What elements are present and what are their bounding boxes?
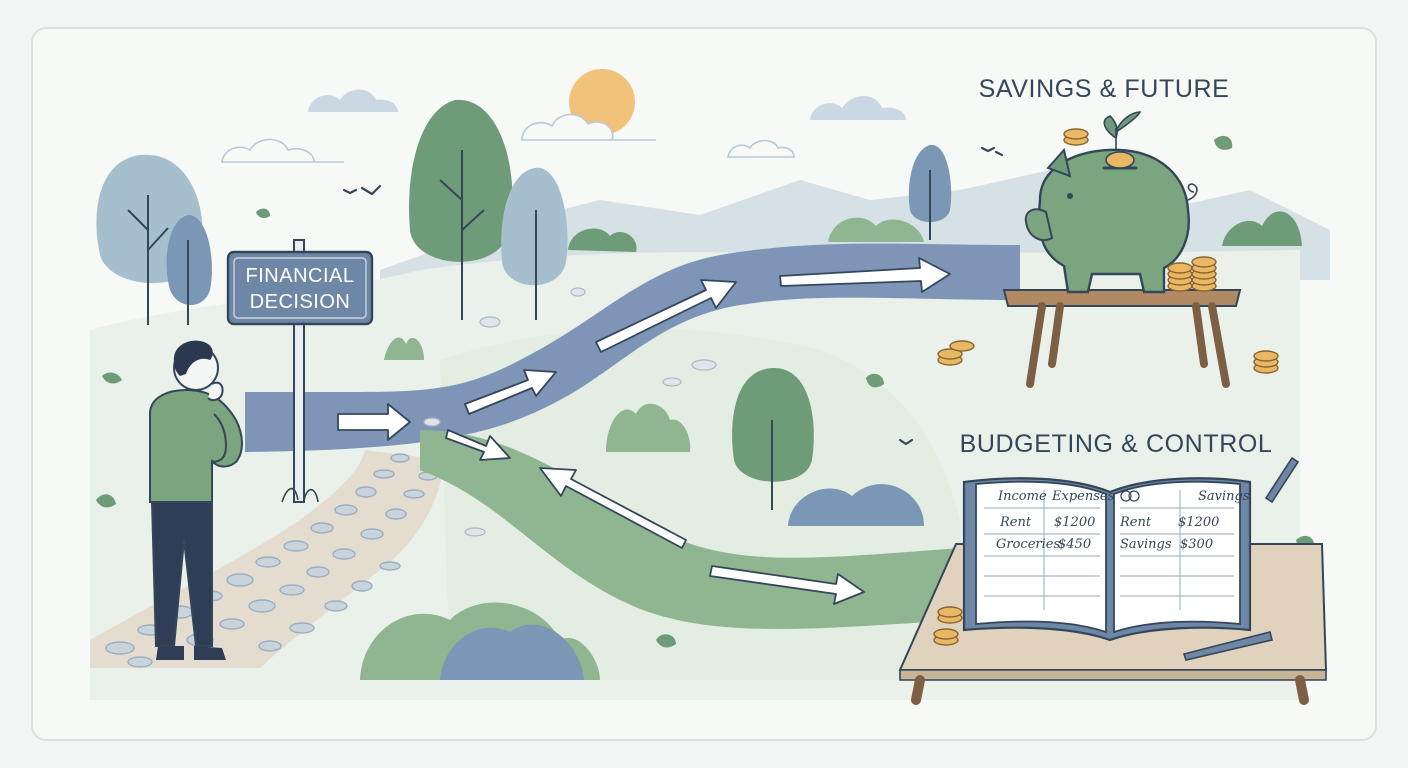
bush — [1222, 211, 1302, 246]
ledger-left-row2-label: Groceries — [996, 537, 1060, 552]
ledger-right-row2-label: Savings — [1120, 537, 1172, 552]
bird — [898, 438, 914, 446]
pen-icon — [1264, 456, 1300, 504]
cloud-icon — [521, 113, 656, 141]
birds — [342, 184, 382, 196]
arrow-icon — [595, 279, 737, 353]
signpost-line2: DECISION — [250, 291, 351, 313]
ledger-right-header-1: Savings — [1198, 489, 1250, 504]
bush — [568, 228, 637, 252]
ledger-left-header-2: Expenses — [1051, 489, 1115, 504]
open-ledger-icon — [962, 477, 1252, 642]
cloud-icon — [221, 138, 344, 163]
road-savings — [245, 243, 1020, 452]
bush — [788, 484, 924, 526]
cloud-icon — [810, 96, 906, 120]
path-stones — [105, 453, 438, 668]
birds — [980, 146, 1004, 157]
budgeting-title: BUDGETING & CONTROL — [960, 430, 1273, 458]
sun-icon — [569, 69, 635, 135]
pebbles — [423, 287, 717, 537]
savings-title: SAVINGS & FUTURE — [979, 75, 1230, 103]
piggy-bank-icon — [1024, 111, 1198, 294]
bush — [606, 403, 691, 452]
ledger-right-row2-amount: $300 — [1180, 537, 1213, 552]
arrow-icon — [709, 565, 865, 605]
arrow-icon — [337, 403, 411, 441]
arrow-icon — [779, 257, 951, 293]
ledger-left-header-1: Income — [997, 489, 1047, 504]
ledger-left-row2-amount: $450 — [1058, 537, 1091, 552]
coin-stack-icon — [937, 128, 1279, 374]
ledger-right-row1-label: Rent — [1119, 515, 1152, 530]
tree-icon — [732, 367, 814, 510]
tree-icon — [166, 214, 212, 325]
tree-icon — [908, 144, 952, 240]
tree-icon — [409, 99, 513, 320]
person-icon — [149, 340, 243, 660]
tree-icon — [501, 167, 568, 320]
plant — [384, 337, 424, 360]
arrow-icon — [445, 429, 511, 461]
arrow-icon — [539, 467, 687, 549]
ledger-right-row1-amount: $1200 — [1178, 515, 1219, 530]
cloud-icon — [308, 89, 398, 112]
ledger-left-row1-amount: $1200 — [1054, 515, 1095, 530]
bush — [440, 624, 584, 680]
signpost-line1: FINANCIAL — [246, 265, 355, 287]
bush — [828, 217, 924, 242]
savings-table — [1002, 289, 1242, 388]
ledger-left-row1-label: Rent — [999, 515, 1032, 530]
signpost-icon — [226, 239, 374, 503]
cloud-icon — [727, 139, 795, 158]
pen-icon — [1182, 631, 1273, 661]
arrow-icon — [464, 369, 557, 415]
coin-stack-icon — [933, 606, 963, 646]
